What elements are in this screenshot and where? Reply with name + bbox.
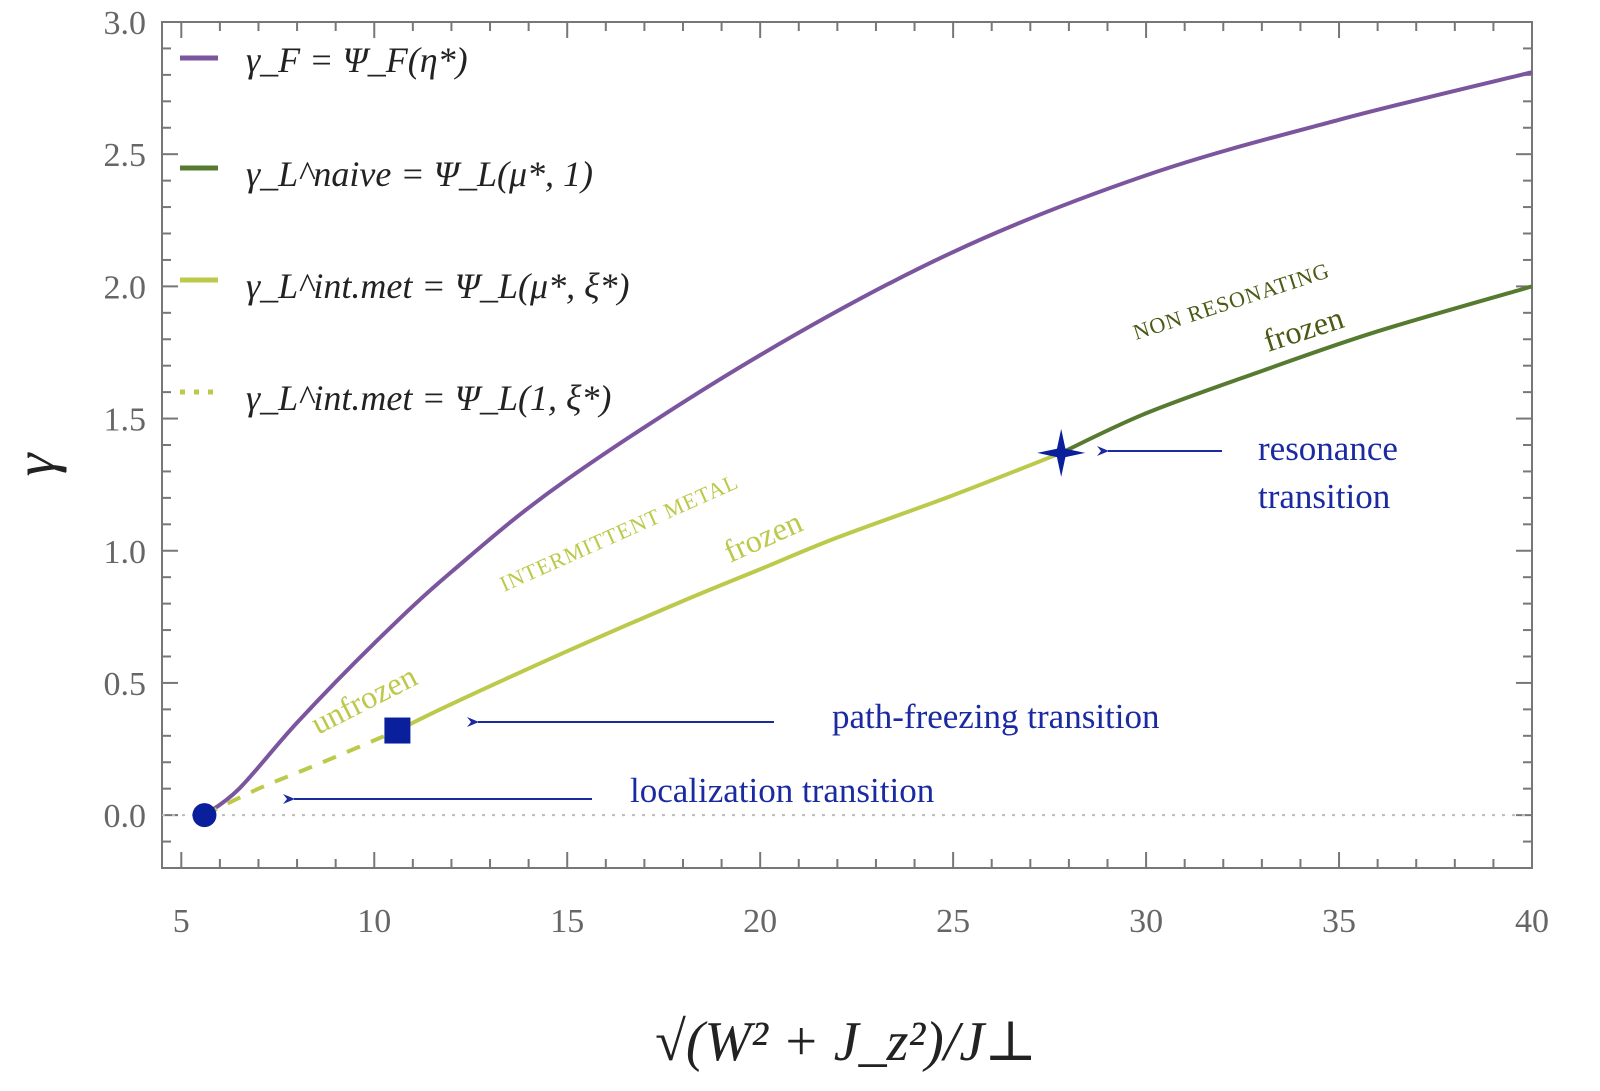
y-tick-label: 1.0	[104, 534, 147, 571]
marker-path-freezing-square	[384, 717, 411, 744]
legend-label-gamma-f: γ_F = Ψ_F(η*)	[246, 40, 468, 80]
marker-localization-circle	[192, 803, 217, 828]
annotation-intermittent-metal: INTERMITTENT METAL	[496, 469, 742, 597]
y-tick-label: 0.0	[104, 798, 147, 835]
axis-ticks	[162, 21, 1533, 869]
annotation-resonance-line2: transition	[1258, 477, 1390, 516]
y-tick-label: 0.5	[104, 666, 147, 703]
legend-label-gamma-naive: γ_L^naive = Ψ_L(μ*, 1)	[246, 154, 593, 194]
annotation-resonance-line1: resonance	[1258, 429, 1398, 468]
y-tick-label: 2.0	[104, 269, 147, 306]
x-axis-label: √(W² + J_z²)/J⊥	[655, 1011, 1037, 1073]
annotation-path-freezing: path-freezing transition	[832, 697, 1160, 736]
y-axis-label: γ	[2, 451, 67, 476]
x-tick-label: 25	[936, 903, 970, 940]
x-tick-label: 5	[173, 903, 190, 940]
x-tick-label: 10	[357, 903, 391, 940]
series-gamma-f	[203, 70, 1533, 817]
x-tick-label: 15	[550, 903, 584, 940]
series-gamma-naive	[1060, 284, 1533, 455]
legend-label-gamma-intmet-dashed: γ_L^int.met = Ψ_L(1, ξ*)	[246, 378, 611, 418]
marker-resonance-star	[1037, 428, 1086, 477]
x-tick-label: 20	[743, 903, 777, 940]
series-gamma-intmet-dashed	[203, 728, 399, 817]
annotation-localization: localization transition	[630, 771, 934, 810]
legend: γ_F = Ψ_F(η*) γ_L^naive = Ψ_L(μ*, 1) γ_L…	[180, 40, 629, 418]
y-tick-label: 1.5	[104, 402, 147, 439]
axis-tick-labels: 5 10 15 20 25 30 35 40 0.0 0.5 1.0 1.5 2.0 2.5 3.0	[104, 5, 1550, 940]
annotation-frozen-intermittent: frozen	[718, 503, 807, 569]
series-layer	[203, 70, 1533, 817]
legend-label-gamma-intmet: γ_L^int.met = Ψ_L(μ*, ξ*)	[246, 266, 629, 306]
y-tick-label: 2.5	[104, 137, 147, 174]
series-gamma-intmet	[396, 451, 1062, 733]
marker-layer	[192, 428, 1086, 828]
x-tick-label: 30	[1129, 903, 1163, 940]
annotation-frozen-nonresonating: frozen	[1259, 299, 1348, 358]
x-tick-label: 35	[1322, 903, 1356, 940]
y-tick-label: 3.0	[104, 5, 147, 42]
x-tick-label: 40	[1515, 903, 1549, 940]
